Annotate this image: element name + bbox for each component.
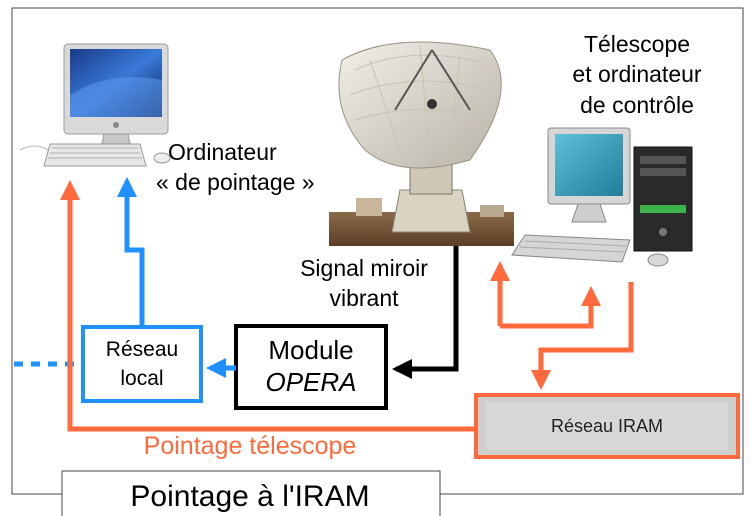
control-to-iram-arrow: [531, 282, 634, 390]
label-signal-line2: vibrant: [329, 285, 399, 311]
radio-telescope-image: [329, 34, 514, 246]
title-box: [61, 470, 441, 516]
label-telescope-line1: Télescope: [584, 31, 690, 57]
signal-arrow: [392, 246, 459, 379]
local-to-computer-arrow: [117, 177, 145, 327]
iram-network-label: Réseau IRAM: [551, 416, 663, 436]
label-pointing-computer-line1: Ordinateur: [168, 139, 277, 165]
local-network-line1: Réseau: [106, 338, 178, 361]
telescope-control-loop-arrow-right: [500, 286, 601, 329]
module-opera-line1: Module: [268, 335, 353, 365]
label-telescope-line3: de contrôle: [580, 92, 694, 118]
module-opera-line2: OPERA: [265, 367, 356, 397]
module-opera-box: [234, 324, 388, 410]
label-pointing-computer-line2: « de pointage »: [156, 169, 315, 195]
telescope-pointing-label: Pointage télescope: [144, 432, 357, 460]
desktop-tower-computer-icon: [511, 127, 693, 267]
label-telescope-line2: et ordinateur: [572, 61, 701, 87]
imac-computer-icon: [19, 43, 171, 167]
local-network-line2: local: [120, 367, 163, 390]
iram-to-computer-arrow: [60, 180, 476, 432]
page-title: Pointage à l'IRAM: [130, 480, 369, 513]
label-signal-line1: Signal miroir: [300, 255, 428, 281]
local-network-box: [81, 325, 203, 403]
